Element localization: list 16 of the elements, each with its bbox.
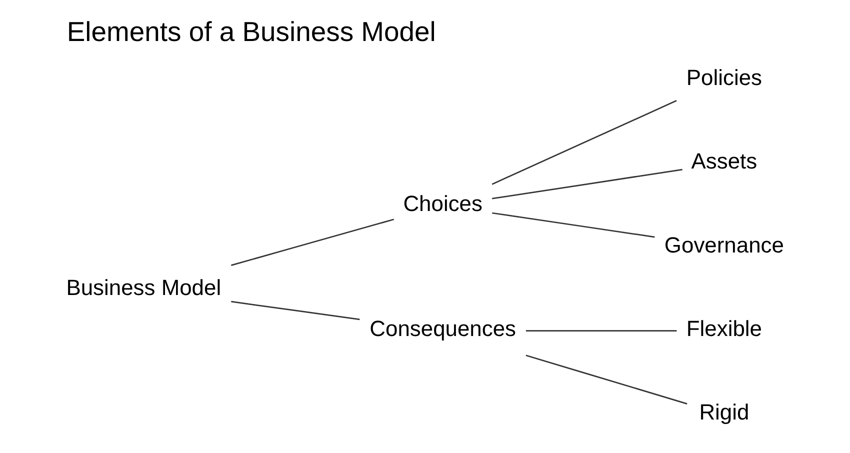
connector: [526, 354, 688, 404]
connector: [492, 168, 682, 200]
node-text: Rigid: [699, 400, 750, 425]
connector: [230, 218, 394, 266]
connector: [492, 212, 655, 238]
connector: [526, 330, 677, 332]
node-text: Choices: [403, 191, 482, 216]
node-text: Governance: [664, 232, 784, 258]
connector: [492, 100, 677, 185]
node-text: Assets: [691, 148, 758, 174]
node-text: Consequences: [370, 316, 516, 342]
diagram-title: Elements of a Business Model: [66, 16, 436, 48]
connector: [231, 300, 360, 320]
node-text: Flexible: [686, 316, 762, 342]
node-text: Business Model: [66, 274, 222, 300]
node-text: Policies: [686, 64, 762, 90]
